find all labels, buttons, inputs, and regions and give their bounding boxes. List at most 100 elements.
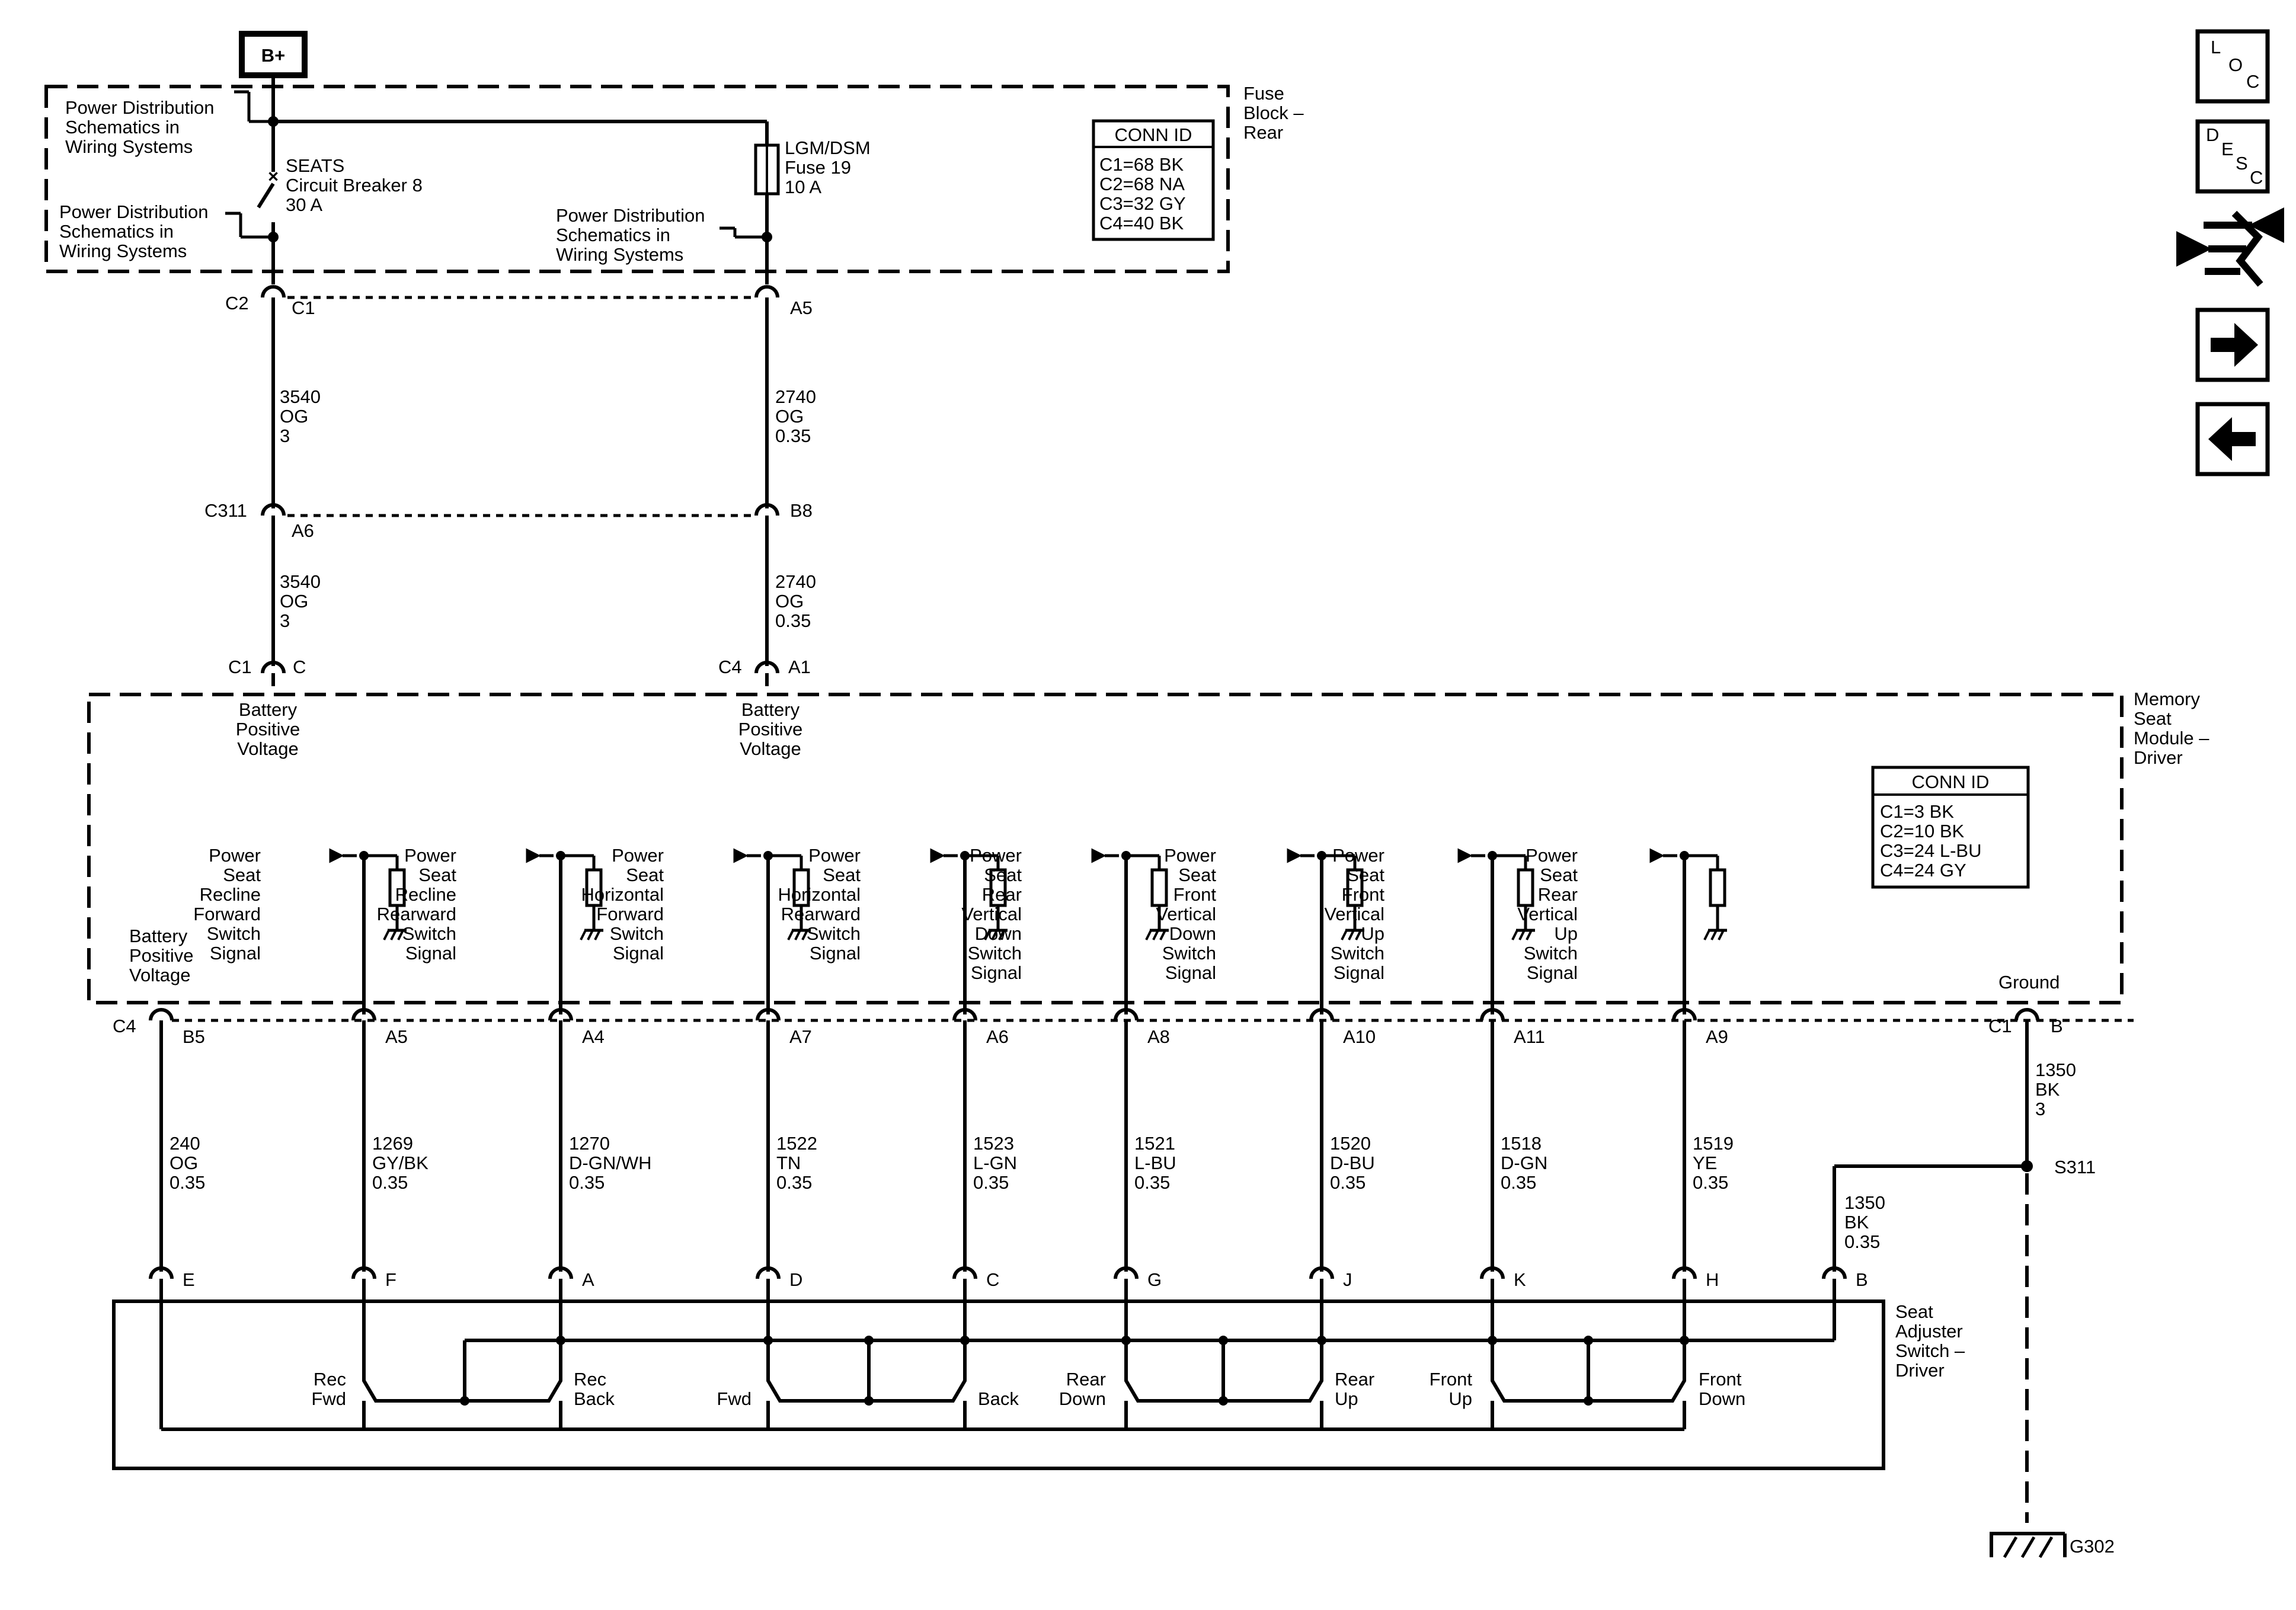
svg-text:S311: S311 bbox=[2054, 1157, 2096, 1177]
nav-forward-button[interactable] bbox=[2195, 308, 2270, 382]
svg-text:C: C bbox=[293, 657, 306, 677]
switch-pin-F: F bbox=[353, 1268, 396, 1292]
loc-icon: L O C bbox=[2211, 37, 2259, 92]
svg-text:A10: A10 bbox=[1343, 1026, 1376, 1047]
svg-text:L: L bbox=[2211, 37, 2221, 57]
svg-text:B8: B8 bbox=[790, 500, 813, 521]
svg-text:H: H bbox=[1706, 1269, 1719, 1290]
switch-pin-C: C bbox=[954, 1268, 999, 1292]
nav-loc-button[interactable]: L O C bbox=[2195, 29, 2270, 104]
svg-text:S: S bbox=[2236, 153, 2248, 174]
svg-text:J: J bbox=[1343, 1269, 1352, 1290]
svg-text:A5: A5 bbox=[385, 1026, 408, 1047]
desc-icon: D E S C bbox=[2206, 124, 2263, 188]
svg-text:B: B bbox=[1856, 1269, 1868, 1290]
nav-desc-button[interactable]: D E S C bbox=[2195, 119, 2270, 194]
svg-text:E: E bbox=[183, 1269, 195, 1290]
svg-text:B+: B+ bbox=[261, 45, 286, 66]
svg-text:G302: G302 bbox=[2070, 1536, 2115, 1557]
svg-text:A5: A5 bbox=[790, 297, 813, 318]
svg-text:K: K bbox=[1514, 1269, 1526, 1290]
svg-text:A7: A7 bbox=[789, 1026, 812, 1047]
label-fwd: Fwd bbox=[717, 1388, 752, 1409]
svg-text:A6: A6 bbox=[292, 520, 314, 541]
svg-text:A: A bbox=[582, 1269, 594, 1290]
switch-pin-E: E bbox=[151, 1268, 195, 1292]
svg-text:A9: A9 bbox=[1706, 1026, 1728, 1047]
switch-pin-H: H bbox=[1674, 1268, 1719, 1292]
svg-text:C4: C4 bbox=[718, 657, 742, 677]
switch-pin-K: K bbox=[1482, 1268, 1526, 1292]
svg-text:×: × bbox=[268, 166, 279, 187]
nav-connector-view-button[interactable] bbox=[2176, 207, 2284, 287]
svg-text:C1: C1 bbox=[1988, 1016, 2012, 1036]
svg-text:C1: C1 bbox=[292, 297, 315, 318]
svg-text:E: E bbox=[2221, 139, 2234, 159]
svg-text:A4: A4 bbox=[582, 1026, 605, 1047]
svg-text:C: C bbox=[2250, 167, 2263, 188]
svg-text:C311: C311 bbox=[204, 500, 247, 521]
svg-text:CONN ID: CONN ID bbox=[1115, 124, 1192, 145]
label-back: Back bbox=[978, 1388, 1019, 1409]
svg-text:Ground: Ground bbox=[1998, 972, 2060, 993]
svg-text:A1: A1 bbox=[788, 657, 811, 677]
nav-back-button[interactable] bbox=[2195, 402, 2270, 476]
svg-text:C1: C1 bbox=[228, 657, 252, 677]
svg-text:C2: C2 bbox=[225, 293, 249, 313]
svg-text:D: D bbox=[789, 1269, 802, 1290]
svg-text:C: C bbox=[2246, 71, 2259, 92]
switch-pin-A: A bbox=[550, 1268, 594, 1292]
svg-text:A8: A8 bbox=[1147, 1026, 1170, 1047]
svg-text:B: B bbox=[2051, 1016, 2063, 1036]
switch-pin-B: B bbox=[1824, 1268, 1868, 1292]
